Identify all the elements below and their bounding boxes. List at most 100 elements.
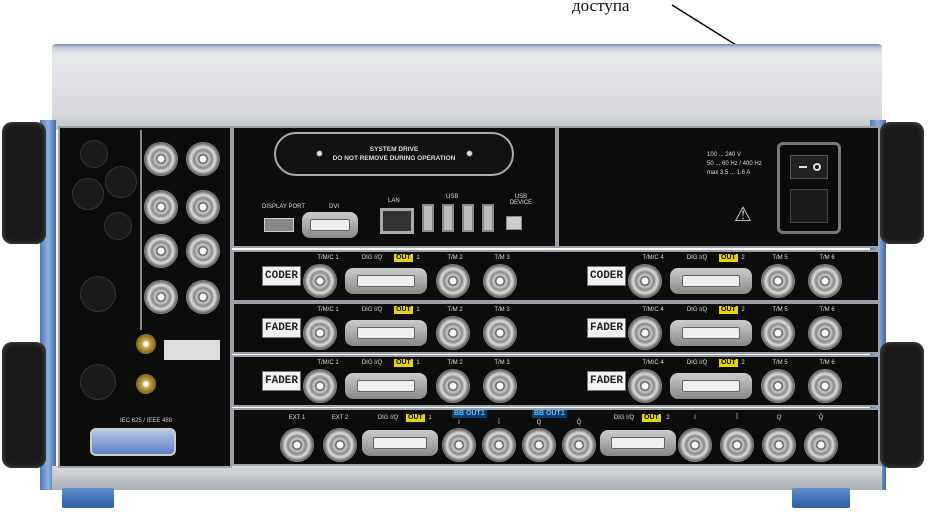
usb-port[interactable] xyxy=(482,204,494,232)
bnc-connector[interactable] xyxy=(186,190,220,224)
lan-port[interactable] xyxy=(380,208,414,234)
power-voltage: 100 ... 240 V xyxy=(707,152,742,158)
dig-iq-connector[interactable] xyxy=(670,373,752,399)
dig-iq-connector[interactable] xyxy=(345,320,427,346)
bnc-connector[interactable] xyxy=(761,264,795,298)
bnc-connector[interactable] xyxy=(483,264,517,298)
bnc-connector[interactable] xyxy=(323,428,357,462)
connector-label: T/M/C 4 xyxy=(642,307,664,313)
cover-plug xyxy=(72,178,104,210)
bnc-connector[interactable] xyxy=(186,234,220,268)
usb-port[interactable] xyxy=(442,204,454,232)
connector-label: DIG I/Q xyxy=(686,307,708,313)
dig-iq-connector[interactable] xyxy=(670,268,752,294)
bnc-connector[interactable] xyxy=(144,190,178,224)
display-port-label: DISPLAY PORT xyxy=(262,204,306,210)
bnc-connector[interactable] xyxy=(483,316,517,350)
connector-label: T/M 3 xyxy=(494,255,510,261)
dig-iq-connector[interactable] xyxy=(670,320,752,346)
right-upper-handle[interactable] xyxy=(880,122,924,244)
slot-name-label: FADER xyxy=(587,371,627,391)
dig-iq-connector[interactable] xyxy=(600,430,676,456)
dvi-port[interactable] xyxy=(302,212,358,238)
bnc-connector[interactable] xyxy=(562,428,596,462)
bnc-connector[interactable] xyxy=(761,369,795,403)
slot-name-label: FADER xyxy=(262,318,302,338)
connector-label: T/M 3 xyxy=(494,307,510,313)
bnc-connector[interactable] xyxy=(144,280,178,314)
connector-label: 2 xyxy=(666,415,670,421)
display-port[interactable] xyxy=(264,218,294,232)
bnc-connector[interactable] xyxy=(303,264,337,298)
bnc-connector[interactable] xyxy=(628,316,662,350)
bnc-connector[interactable] xyxy=(483,369,517,403)
bnc-connector[interactable] xyxy=(144,142,178,176)
bnc-connector[interactable] xyxy=(762,428,796,462)
connector-label: Ī xyxy=(736,415,738,421)
power-supply-module: 100 ... 240 V 50 ... 60 Hz / 400 Hz max … xyxy=(557,126,880,248)
bnc-connector[interactable] xyxy=(628,264,662,298)
bnc-connector[interactable] xyxy=(436,316,470,350)
sma-connector[interactable] xyxy=(136,374,156,394)
connector-label: DIG I/Q xyxy=(361,255,383,261)
bnc-connector[interactable] xyxy=(186,280,220,314)
connector-label: Q̄ xyxy=(818,415,824,421)
out-tag: OUT xyxy=(394,306,413,314)
power-current: max 3.5 ... 1.6 A xyxy=(707,170,751,176)
connector-label: I xyxy=(694,415,696,421)
bnc-connector[interactable] xyxy=(808,264,842,298)
label-plate xyxy=(164,340,220,360)
sma-connector[interactable] xyxy=(136,334,156,354)
bnc-connector[interactable] xyxy=(436,369,470,403)
power-switch[interactable] xyxy=(790,155,828,179)
system-drive-bay[interactable]: SYSTEM DRIVE DO NOT REMOVE DURING OPERAT… xyxy=(274,132,514,176)
bnc-connector[interactable] xyxy=(678,428,712,462)
bnc-connector[interactable] xyxy=(808,316,842,350)
dig-iq-connector[interactable] xyxy=(345,268,427,294)
bnc-connector[interactable] xyxy=(720,428,754,462)
slot-name-label: FADER xyxy=(587,318,627,338)
connector-label: T/M 6 xyxy=(819,307,835,313)
usb-device-port[interactable] xyxy=(506,216,522,230)
connector-label: DIG I/Q xyxy=(686,360,708,366)
bnc-connector[interactable] xyxy=(442,428,476,462)
bnc-connector[interactable] xyxy=(808,369,842,403)
slot-name-label: FADER xyxy=(262,371,302,391)
connector-label: DIG I/Q xyxy=(613,415,635,421)
connector-label: EXT 1 xyxy=(288,415,306,421)
connector-label: T/M/C 4 xyxy=(642,255,664,261)
cover-plug xyxy=(80,276,116,312)
connector-label: T/M 6 xyxy=(819,255,835,261)
bnc-connector[interactable] xyxy=(522,428,556,462)
usb-port[interactable] xyxy=(462,204,474,232)
connector-label: T/M 5 xyxy=(772,360,788,366)
usb-port[interactable] xyxy=(422,204,434,232)
dvi-label: DVI xyxy=(329,204,340,210)
bnc-connector[interactable] xyxy=(482,428,516,462)
bnc-connector[interactable] xyxy=(280,428,314,462)
bnc-connector[interactable] xyxy=(303,369,337,403)
left-upper-handle[interactable] xyxy=(2,122,46,244)
bnc-connector[interactable] xyxy=(186,142,220,176)
warning-icon: ⚠ xyxy=(734,204,752,226)
dig-iq-connector[interactable] xyxy=(362,430,438,456)
gpib-connector[interactable] xyxy=(90,428,176,456)
power-inlet xyxy=(777,142,841,234)
bnc-connector[interactable] xyxy=(144,234,178,268)
dig-iq-connector[interactable] xyxy=(345,373,427,399)
bnc-connector[interactable] xyxy=(804,428,838,462)
bnc-connector[interactable] xyxy=(628,369,662,403)
out-tag: OUT xyxy=(406,414,425,422)
connector-label: Q xyxy=(536,420,542,426)
bnc-connector[interactable] xyxy=(436,264,470,298)
cover-plug xyxy=(104,212,132,240)
bnc-connector[interactable] xyxy=(761,316,795,350)
instrument-top-cover xyxy=(52,44,882,130)
connector-label: 1 xyxy=(416,360,420,366)
power-frequency: 50 ... 60 Hz / 400 Hz xyxy=(707,161,762,167)
bnc-connector[interactable] xyxy=(303,316,337,350)
connector-label: T/M 2 xyxy=(447,255,463,261)
right-lower-handle[interactable] xyxy=(880,342,924,468)
power-socket[interactable] xyxy=(790,189,828,223)
left-lower-handle[interactable] xyxy=(2,342,46,468)
